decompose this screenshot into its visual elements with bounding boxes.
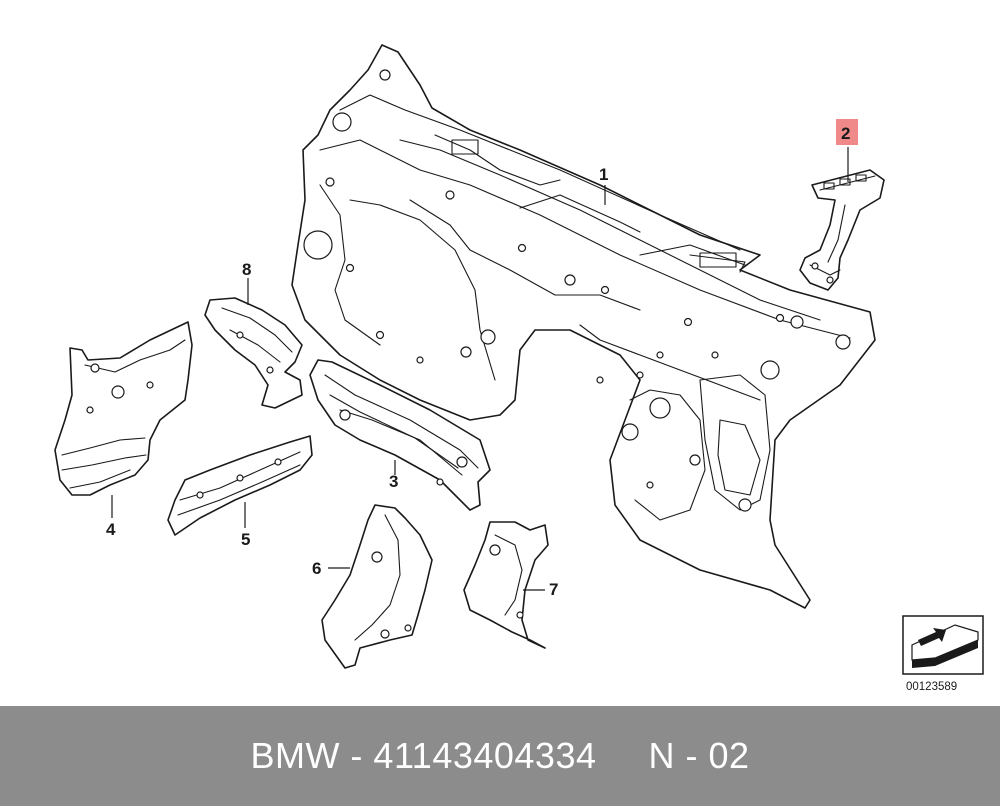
parts-diagram: 1 2 3 4 5 6 7 8 00123589 [54, 44, 984, 693]
svg-text:7: 7 [549, 580, 558, 599]
part-2-bracket[interactable] [799, 169, 885, 291]
part-5-rail[interactable] [167, 435, 313, 536]
svg-text:2: 2 [841, 124, 850, 143]
callout-4[interactable]: 4 [106, 520, 116, 539]
footer-bar: BMW - 41143404334 N - 02 [0, 706, 1000, 806]
part-3-beam[interactable] [309, 359, 491, 511]
svg-text:6: 6 [312, 559, 321, 578]
arrow-direction-icon [902, 615, 984, 675]
svg-text:8: 8 [242, 260, 251, 279]
part-7-lower-bracket[interactable] [463, 521, 549, 649]
part-1-bulkhead[interactable] [291, 44, 876, 609]
highlight-box [836, 119, 858, 145]
svg-text:1: 1 [599, 165, 608, 184]
part-4-side-panel[interactable] [54, 321, 193, 496]
callout-3[interactable]: 3 [389, 472, 398, 491]
svg-text:5: 5 [241, 530, 250, 549]
leader-lines [111, 147, 849, 591]
callout-8[interactable]: 8 [242, 260, 251, 279]
callout-2[interactable]: 2 [836, 119, 858, 145]
svg-text:4: 4 [106, 520, 116, 539]
svg-text:3: 3 [389, 472, 398, 491]
callout-7[interactable]: 7 [549, 580, 558, 599]
part-8-small-bracket[interactable] [204, 297, 303, 409]
part-number-label: BMW - 41143404334 [250, 735, 597, 776]
diagram-reference-number: 00123589 [906, 681, 957, 693]
callout-5[interactable]: 5 [241, 530, 250, 549]
callout-6[interactable]: 6 [312, 559, 321, 578]
variant-label: N - 02 [648, 735, 750, 776]
part-6-lower-panel[interactable] [321, 504, 433, 669]
callout-1[interactable]: 1 [599, 165, 608, 184]
